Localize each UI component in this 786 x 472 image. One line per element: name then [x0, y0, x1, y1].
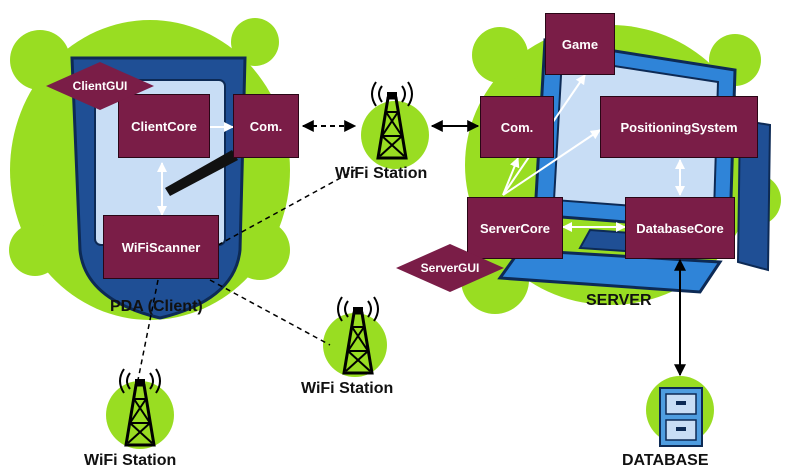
client-gui-diamond: ClientGUI: [46, 62, 154, 110]
client-core-label: ClientCore: [131, 118, 197, 134]
client-core-box: ClientCore: [118, 94, 210, 158]
client-com-box: Com.: [233, 94, 299, 158]
database-caption: DATABASE: [622, 452, 709, 469]
pda-client-caption: PDA (Client): [110, 298, 203, 315]
database-core-box: DatabaseCore: [625, 197, 735, 259]
wifi-station-bottom-caption: WiFi Station: [84, 452, 177, 469]
game-box: Game: [545, 13, 615, 75]
server-gui-diamond: ServerGUI: [396, 244, 504, 292]
server-core-box: ServerCore: [467, 197, 563, 259]
positioning-system-label: PositioningSystem: [620, 119, 738, 135]
wifi-station-top-caption: WiFi Station: [335, 165, 428, 182]
server-com-label: Com.: [500, 119, 534, 135]
server-caption: SERVER: [586, 292, 652, 309]
game-label: Game: [561, 36, 599, 52]
client-com-label: Com.: [249, 118, 283, 134]
wifi-station-right-caption: WiFi Station: [301, 380, 394, 397]
positioning-system-box: PositioningSystem: [600, 96, 758, 158]
server-gui-label: ServerGUI: [420, 261, 480, 275]
filing-cabinet-icon: [659, 387, 703, 447]
server-core-label: ServerCore: [479, 220, 551, 236]
server-com-box: Com.: [480, 96, 554, 158]
wifi-scanner-label: WiFiScanner: [121, 239, 201, 255]
client-gui-label: ClientGUI: [72, 79, 128, 93]
database-core-label: DatabaseCore: [636, 220, 724, 236]
wifi-scanner-box: WiFiScanner: [103, 215, 219, 279]
